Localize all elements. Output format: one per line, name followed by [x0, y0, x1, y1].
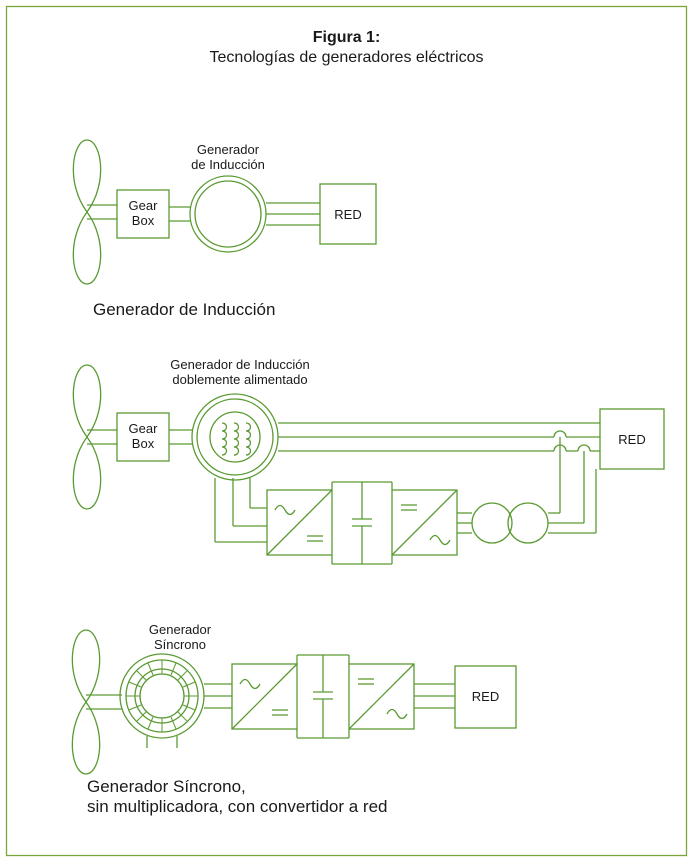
d3-generator-label: Generador Síncrono	[148, 622, 212, 652]
d2-inverter	[391, 489, 458, 556]
d2-transformer-secondary	[507, 502, 549, 544]
diagram1-drawing	[72, 139, 377, 285]
d2-transformer-primary	[471, 502, 513, 544]
d2-rectifier	[266, 489, 333, 556]
d1-gearbox	[116, 189, 170, 239]
d2-rotor-blade	[72, 364, 102, 510]
d2-gearbox	[116, 412, 170, 462]
d2-generator	[191, 393, 279, 481]
d1-rotor-blade	[72, 139, 102, 285]
d1-caption: Generador de Inducción	[93, 300, 276, 319]
figure-subtitle: Tecnologías de generadores eléctricos	[209, 49, 484, 66]
d1-generator	[189, 175, 267, 253]
d2-grid-label: RED	[618, 432, 646, 447]
d3-rectifier	[231, 663, 298, 730]
d3-grid	[454, 665, 517, 729]
d2-grid	[599, 408, 665, 470]
d1-generator-label: Generador de Inducción	[191, 142, 265, 172]
figure-title: Figura 1:	[312, 29, 381, 46]
d2-generator-label: Generador de Inducción doblemente alimen…	[170, 357, 310, 387]
d1-grid	[319, 183, 377, 245]
d3-grid-label: RED	[471, 689, 500, 704]
figure-frame	[5, 5, 688, 857]
d3-rotor-blade	[71, 629, 101, 775]
d2-gearbox-label: Gear Box	[128, 421, 158, 451]
d1-grid-label: RED	[334, 207, 362, 222]
diagram3-drawing	[71, 629, 517, 775]
d1-gearbox-label: Gear Box	[128, 198, 158, 228]
diagram2-drawing	[72, 364, 665, 565]
d3-caption: Generador Síncrono, sin multiplicadora, …	[87, 777, 388, 816]
d3-inverter	[348, 663, 415, 730]
